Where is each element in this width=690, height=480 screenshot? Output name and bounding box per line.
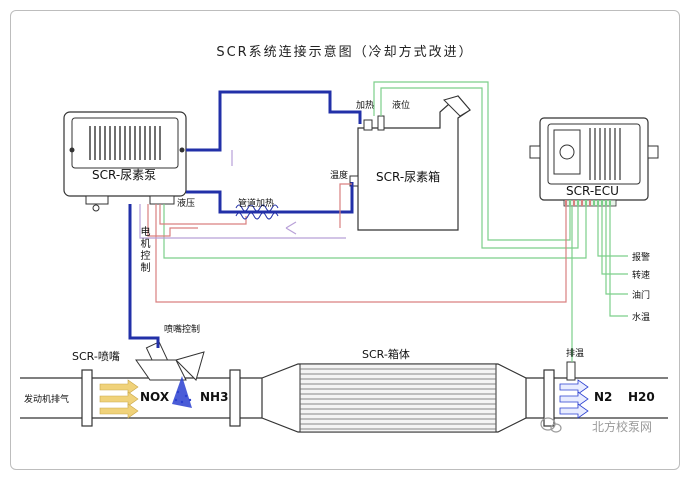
urea-tank bbox=[349, 95, 471, 231]
water-temp-label: 水温 bbox=[632, 313, 651, 323]
tank-label: SCR-尿素箱 bbox=[376, 170, 441, 184]
purple-lines bbox=[139, 150, 346, 239]
exhaust-temp-sensor bbox=[566, 361, 576, 381]
green-signal-lines bbox=[163, 81, 628, 362]
level-label: 液位 bbox=[392, 101, 411, 111]
nozzle-label: SCR-喷嘴 bbox=[72, 350, 120, 363]
pipe-heating-coil bbox=[235, 204, 279, 220]
inlet-gas-arrows bbox=[99, 379, 139, 419]
diagram-title: SCR系统连接示意图（冷却方式改进） bbox=[216, 45, 474, 60]
exhaust-temp-label: 排温 bbox=[566, 349, 585, 359]
alarm-label: 报警 bbox=[632, 253, 651, 263]
n2-label: N2 bbox=[594, 390, 613, 404]
red-signal-lines bbox=[147, 183, 567, 303]
nh3-label: NH3 bbox=[200, 390, 229, 404]
pump-label: SCR-尿素泵 bbox=[92, 168, 157, 182]
wechat-icon bbox=[540, 417, 562, 433]
temperature-label: 温度 bbox=[330, 171, 349, 181]
nozzle bbox=[135, 341, 205, 381]
catalyst-box bbox=[261, 363, 527, 433]
ecu bbox=[529, 117, 659, 207]
engine-exhaust-label: 发动机排气 bbox=[24, 395, 70, 405]
ecu-label: SCR-ECU bbox=[566, 184, 619, 198]
speed-label: 转速 bbox=[632, 271, 651, 281]
throttle-label: 油门 bbox=[632, 291, 651, 301]
hydraulic-label: 液压 bbox=[177, 199, 196, 209]
nox-label: NOX bbox=[140, 390, 170, 404]
watermark: 北方校泵网 bbox=[591, 420, 652, 434]
urea-pump bbox=[63, 111, 187, 212]
ecu-connector-pins bbox=[565, 200, 611, 206]
outlet-gas-arrows bbox=[559, 379, 589, 419]
pipe-heating-label: 管道加热 bbox=[238, 199, 275, 209]
heating-label: 加热 bbox=[356, 101, 375, 111]
motor-control-label: 电机控制 bbox=[138, 226, 149, 274]
catalyst-label: SCR-箱体 bbox=[362, 348, 410, 361]
h2o-label: H20 bbox=[628, 390, 655, 404]
coolant-line bbox=[128, 90, 362, 348]
nozzle-control-label: 喷嘴控制 bbox=[164, 325, 201, 335]
urea-spray bbox=[172, 376, 192, 408]
